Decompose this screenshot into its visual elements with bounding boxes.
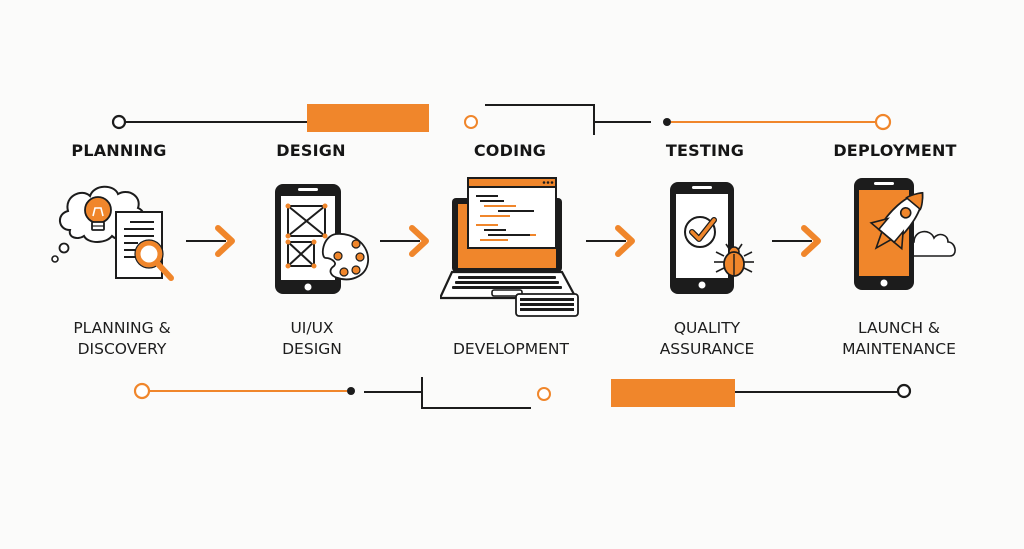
stage-title-testing: TESTING bbox=[665, 141, 745, 160]
stage-title-design: DESIGN bbox=[276, 141, 346, 160]
phone-wireframe-palette-icon bbox=[275, 184, 369, 294]
stage-title-deployment: DEPLOYMENT bbox=[833, 141, 957, 160]
stage-caption-design: UI/UX DESIGN bbox=[222, 318, 402, 360]
lightbulb-document-magnifier-icon bbox=[51, 185, 174, 281]
phone-check-bug-icon bbox=[670, 182, 754, 294]
caption-line: LAUNCH & bbox=[857, 319, 941, 337]
phone-rocket-cloud-icon bbox=[854, 178, 956, 290]
caption-line: QUALITY bbox=[673, 319, 741, 337]
caption-line: PLANNING & bbox=[73, 319, 171, 337]
top-timeline bbox=[111, 104, 892, 135]
caption-line: ASSURANCE bbox=[659, 340, 755, 358]
arrow-right-icon bbox=[186, 225, 235, 257]
caption-line: UI/UX bbox=[290, 319, 334, 337]
caption-line: MAINTENANCE bbox=[842, 340, 956, 358]
caption-line: DESIGN bbox=[282, 340, 342, 358]
caption-line: DEVELOPMENT bbox=[453, 340, 569, 358]
laptop-code-icon bbox=[440, 177, 579, 317]
stage-caption-testing: QUALITY ASSURANCE bbox=[617, 318, 797, 360]
stage-title-coding: CODING bbox=[473, 141, 547, 160]
bottom-timeline bbox=[133, 377, 912, 409]
stage-caption-coding: DEVELOPMENT bbox=[421, 318, 601, 360]
arrow-right-icon bbox=[586, 225, 635, 257]
caption-line: DISCOVERY bbox=[77, 340, 167, 358]
caption-line bbox=[421, 318, 601, 339]
stage-caption-planning: PLANNING & DISCOVERY bbox=[32, 318, 212, 360]
stage-caption-deployment: LAUNCH & MAINTENANCE bbox=[809, 318, 989, 360]
arrow-right-icon bbox=[380, 225, 429, 257]
stage-title-planning: PLANNING bbox=[71, 141, 167, 160]
arrow-right-icon bbox=[772, 225, 821, 257]
